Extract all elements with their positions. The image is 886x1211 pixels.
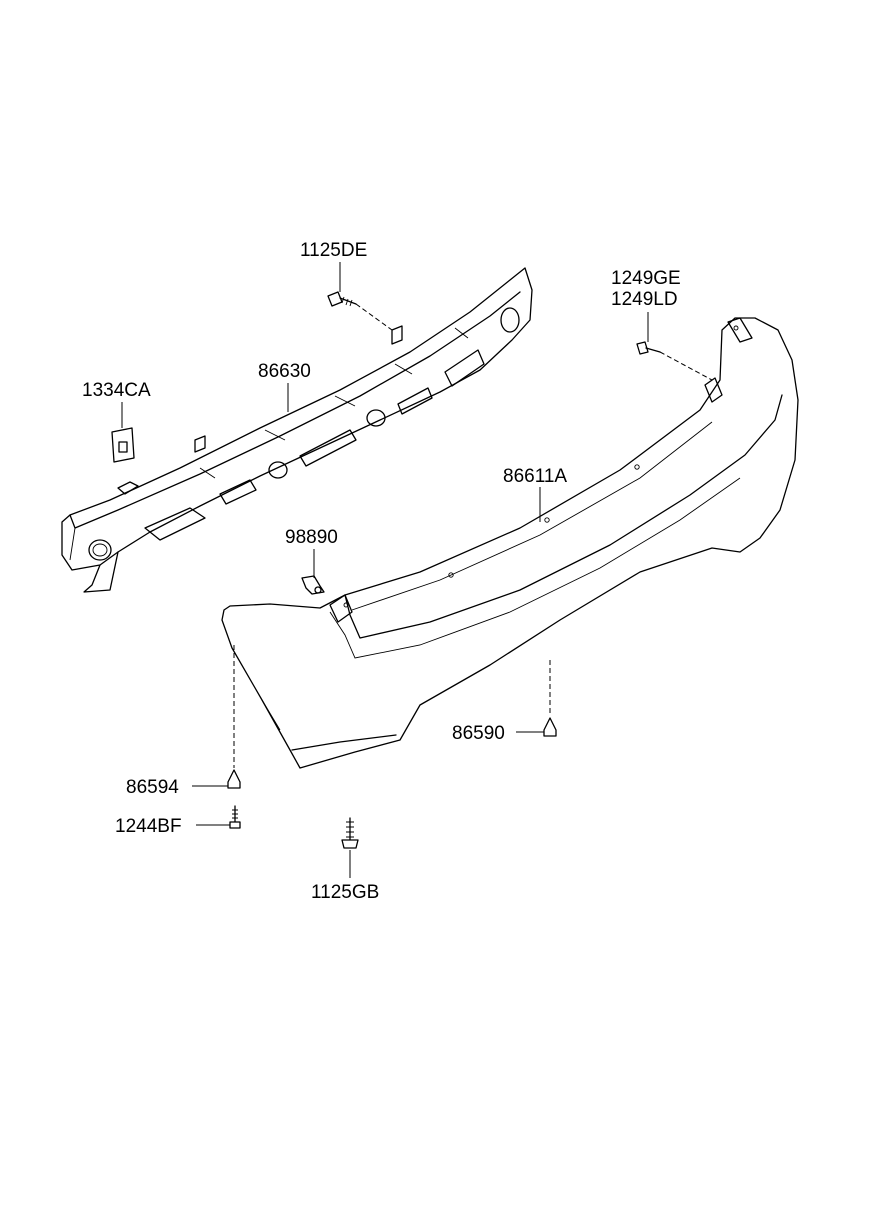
label-1249ge: 1249GE bbox=[611, 268, 681, 289]
screw-1249ge-icon bbox=[636, 341, 661, 355]
label-1244bf: 1244BF bbox=[115, 816, 182, 837]
label-1249ld: 1249LD bbox=[611, 289, 678, 310]
label-86590: 86590 bbox=[452, 723, 505, 744]
screw-1244bf-icon bbox=[229, 805, 241, 829]
leader-lines bbox=[121, 262, 713, 878]
bolt-1125de-icon bbox=[327, 291, 357, 307]
bolt-1125gb-icon bbox=[341, 817, 359, 849]
label-86630: 86630 bbox=[258, 361, 311, 382]
label-98890: 98890 bbox=[285, 527, 338, 548]
label-86611a: 86611A bbox=[503, 466, 567, 487]
label-1125de: 1125DE bbox=[300, 240, 367, 261]
retainer-86594-icon bbox=[227, 769, 241, 789]
clip-nut-1334ca-icon bbox=[111, 427, 135, 463]
label-1334ca: 1334CA bbox=[82, 380, 151, 401]
label-1125gb: 1125GB bbox=[311, 882, 379, 903]
bumper-cover bbox=[221, 317, 799, 769]
clip-98890-icon bbox=[301, 575, 325, 595]
bumper-beam bbox=[61, 267, 533, 593]
retainer-86590-icon bbox=[543, 717, 557, 737]
label-86594: 86594 bbox=[126, 777, 179, 798]
